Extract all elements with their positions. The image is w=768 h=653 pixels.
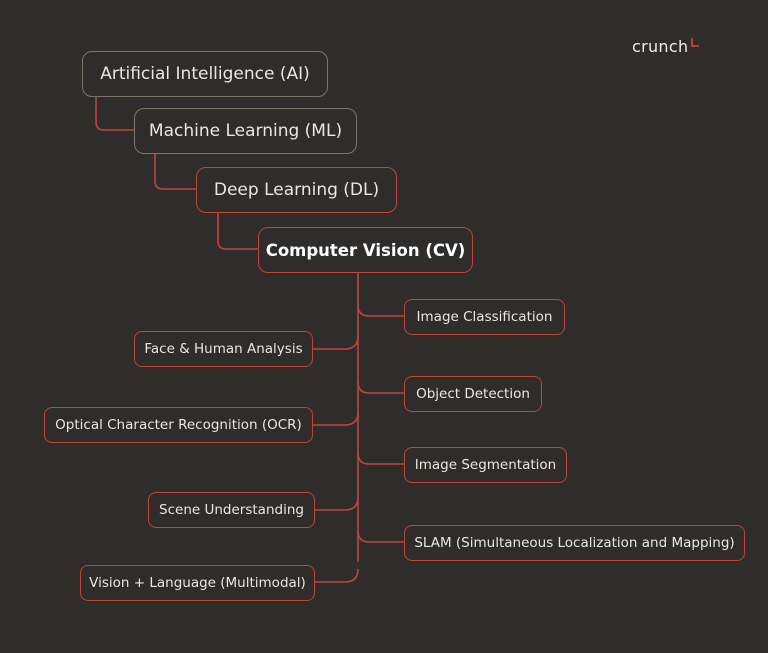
- crunch-logo-mark-icon: [691, 38, 700, 47]
- node-object-detection-label: Object Detection: [416, 386, 530, 402]
- connector-cv-ocr: [312, 411, 359, 426]
- connector-cv-segmentation: [357, 452, 405, 465]
- node-scene-understanding: Scene Understanding: [148, 492, 315, 528]
- crunch-logo: crunch: [632, 31, 705, 55]
- connector-ml-dl: [154, 154, 197, 190]
- connector-cv-detection: [357, 381, 405, 394]
- node-vision-language-label: Vision + Language (Multimodal): [89, 575, 306, 591]
- node-image-classification: Image Classification: [404, 299, 565, 335]
- node-dl-label: Deep Learning (DL): [213, 180, 380, 200]
- crunch-logo-text: crunch: [632, 37, 689, 56]
- node-image-segmentation: Image Segmentation: [404, 447, 567, 483]
- connector-cv-face: [312, 335, 359, 350]
- node-ocr: Optical Character Recognition (OCR): [44, 407, 313, 443]
- node-dl: Deep Learning (DL): [196, 167, 397, 213]
- node-face-human-analysis: Face & Human Analysis: [134, 331, 313, 367]
- connector-ai-ml: [95, 97, 135, 131]
- node-image-classification-label: Image Classification: [416, 309, 553, 325]
- node-face-human-analysis-label: Face & Human Analysis: [144, 341, 303, 357]
- node-ai-label: Artificial Intelligence (AI): [100, 64, 310, 84]
- connector-dl-cv: [217, 213, 259, 250]
- node-ocr-label: Optical Character Recognition (OCR): [55, 417, 302, 433]
- connector-cv-scene: [314, 496, 359, 511]
- node-slam-label: SLAM (Simultaneous Localization and Mapp…: [414, 535, 735, 551]
- connector-cv-vlm: [314, 568, 359, 583]
- node-ai: Artificial Intelligence (AI): [82, 51, 328, 97]
- node-cv-label: Computer Vision (CV): [265, 240, 466, 260]
- connector-cv-classification: [357, 304, 405, 317]
- node-scene-understanding-label: Scene Understanding: [159, 502, 304, 518]
- node-cv: Computer Vision (CV): [258, 227, 473, 273]
- node-image-segmentation-label: Image Segmentation: [414, 457, 557, 473]
- node-ml-label: Machine Learning (ML): [148, 121, 343, 141]
- node-slam: SLAM (Simultaneous Localization and Mapp…: [404, 525, 745, 561]
- node-object-detection: Object Detection: [404, 376, 542, 412]
- connector-cv-slam: [357, 530, 405, 543]
- node-ml: Machine Learning (ML): [134, 108, 357, 154]
- node-vision-language: Vision + Language (Multimodal): [80, 565, 315, 601]
